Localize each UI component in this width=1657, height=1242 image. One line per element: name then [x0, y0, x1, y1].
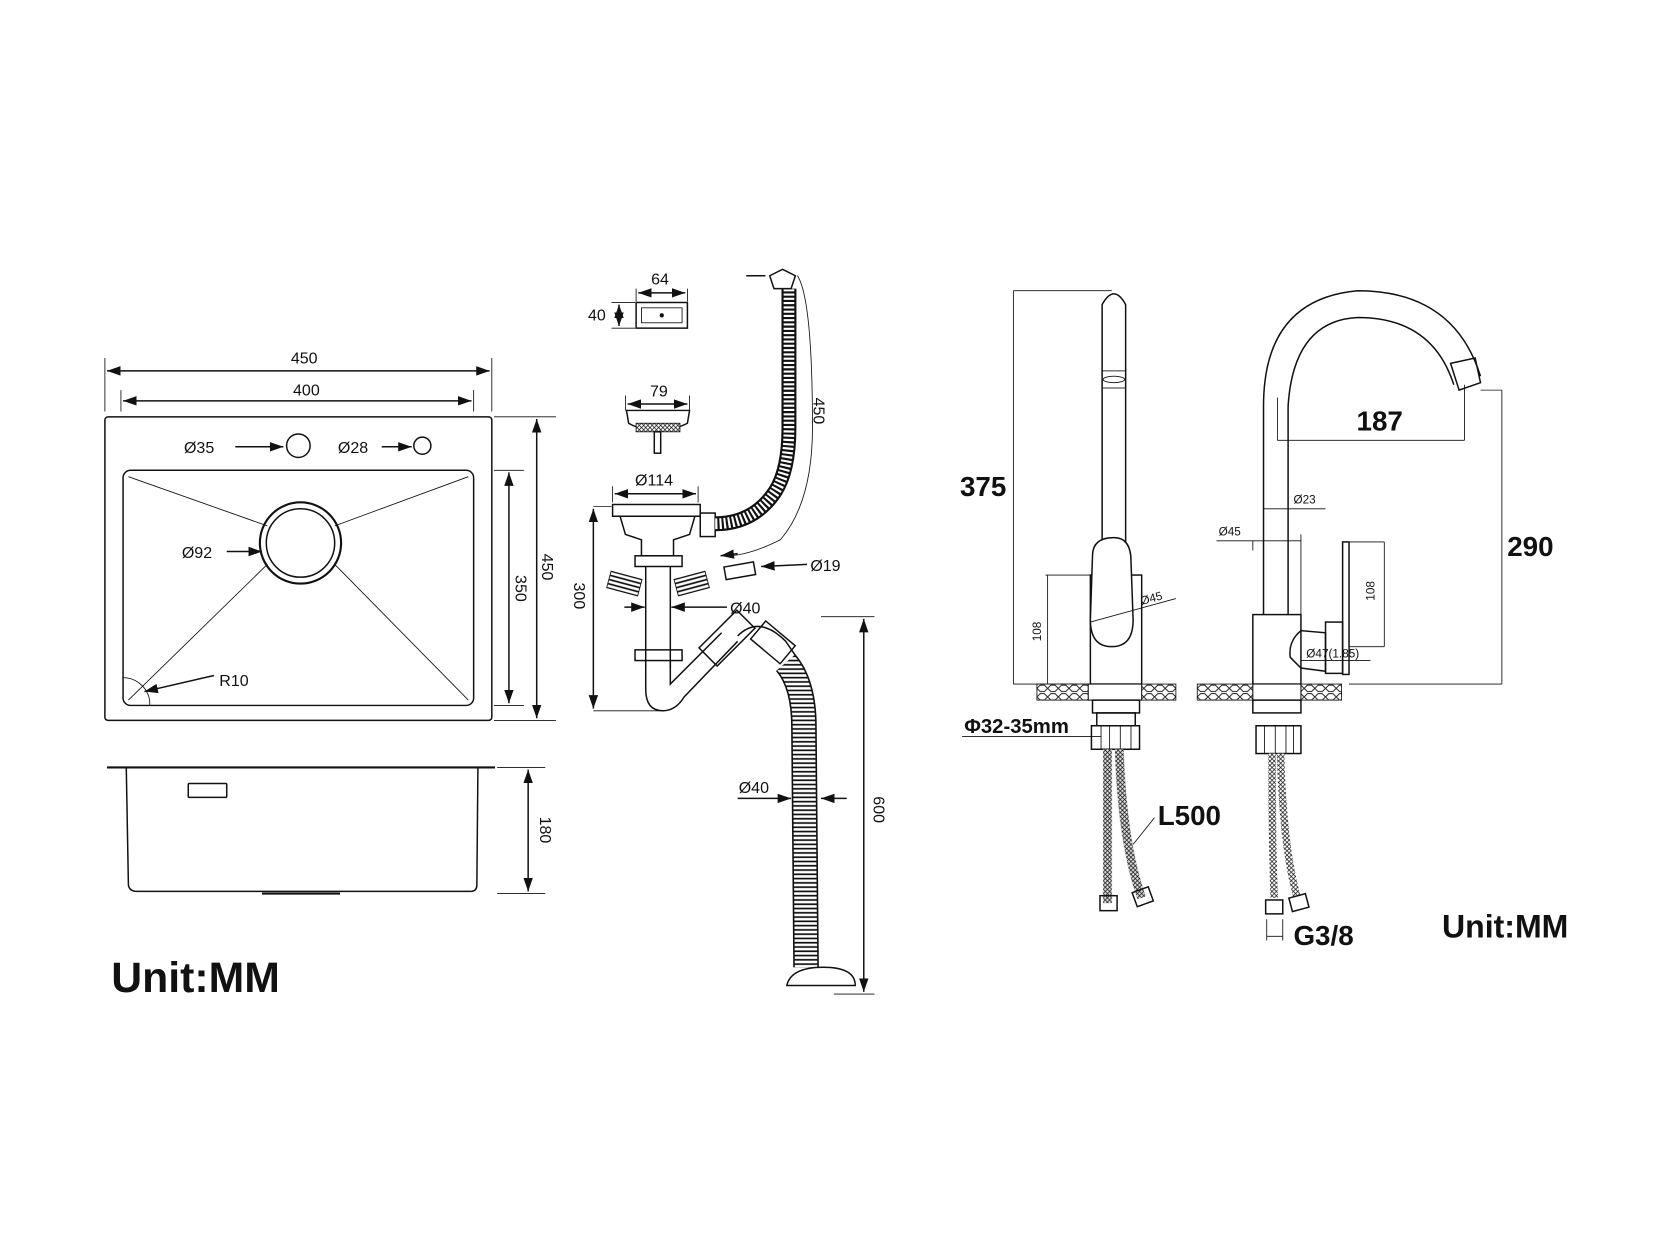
drain-hole-label: Ø92 [182, 544, 212, 562]
tap-hole-2-label: Ø28 [338, 439, 368, 457]
spout-diameter-label: Ø23 [1293, 493, 1316, 506]
corner-radius-label: R10 [219, 672, 248, 690]
sink-side-view: 180 [107, 766, 554, 895]
strainer-diameter-label: 79 [650, 383, 668, 401]
tap-hole-1-label: Ø35 [184, 439, 214, 457]
hose-base [785, 966, 856, 987]
reach-label: 187 [1357, 406, 1403, 437]
outlet-hose-length-label: 600 [869, 796, 887, 823]
drain-kit: 64 40 79 Ø114 Ø40 300 [570, 268, 887, 995]
sink-outline [104, 416, 493, 722]
overflow-hose-length-label: 450 [810, 398, 828, 425]
overflow-connector-label: Ø19 [810, 557, 840, 575]
bowl-depth-label: 350 [511, 575, 529, 602]
gooseneck-inner [1287, 316, 1455, 615]
trap-height-label: 300 [570, 583, 588, 610]
lever-diameter-label: Ø45 [1139, 589, 1164, 607]
overflow-cover [635, 301, 689, 329]
outlet-hose-label: Ø40 [739, 779, 769, 797]
faucet-side-view: G3/8 187 290 Ø23 Ø45 108 Ø47(1.85) [1196, 289, 1554, 951]
tap-hole-2 [413, 436, 432, 456]
overall-width-label: 450 [291, 349, 318, 367]
sink-top-view: Ø35 Ø28 Ø92 R10 450 400 350 450 [104, 349, 556, 722]
faucet-spout [1101, 293, 1127, 546]
faucet-body-side [1252, 613, 1302, 685]
overflow-width-label: 64 [651, 270, 669, 288]
spout-height-label: 290 [1507, 531, 1553, 562]
faucet-front-view: Ø45 L500 Φ32-35mm 375 108 [960, 290, 1221, 912]
body-height-left-label: 108 [1031, 621, 1044, 641]
drain-flange [611, 503, 701, 518]
drain-hole [258, 501, 343, 585]
faucet-unit-label: Unit:MM [1442, 908, 1568, 944]
tap-hole-1 [285, 433, 311, 459]
drain-diameter-label: Ø114 [635, 471, 673, 489]
gooseneck-outer [1262, 289, 1482, 615]
mount-hole-label: Φ32-35mm [964, 716, 1069, 738]
overflow-slot [187, 782, 228, 799]
faucet-height-label: 375 [960, 471, 1006, 502]
bowl-profile [125, 767, 479, 893]
bowl-width-label: 400 [293, 381, 320, 399]
thread-label: G3/8 [1293, 920, 1353, 951]
tailpiece-pipe [644, 566, 672, 669]
hose-length-label: L500 [1158, 800, 1221, 831]
overflow-height-label: 40 [588, 307, 606, 325]
overflow-connector [723, 560, 757, 581]
faucet-lever [1089, 536, 1134, 648]
body-diameter-label: Ø45 [1219, 525, 1242, 538]
handle-diameter-label: Ø47(1.85) [1306, 647, 1359, 660]
sink-height-label: 180 [536, 817, 554, 844]
overflow-hose [714, 288, 797, 532]
s-trap [644, 632, 739, 712]
trap-pipe-label: Ø40 [730, 600, 760, 618]
bowl-outline [122, 469, 475, 707]
sink-unit-label: Unit:MM [111, 954, 280, 1002]
overall-depth-label: 450 [538, 554, 556, 581]
body-height-right-label: 108 [1365, 581, 1378, 601]
